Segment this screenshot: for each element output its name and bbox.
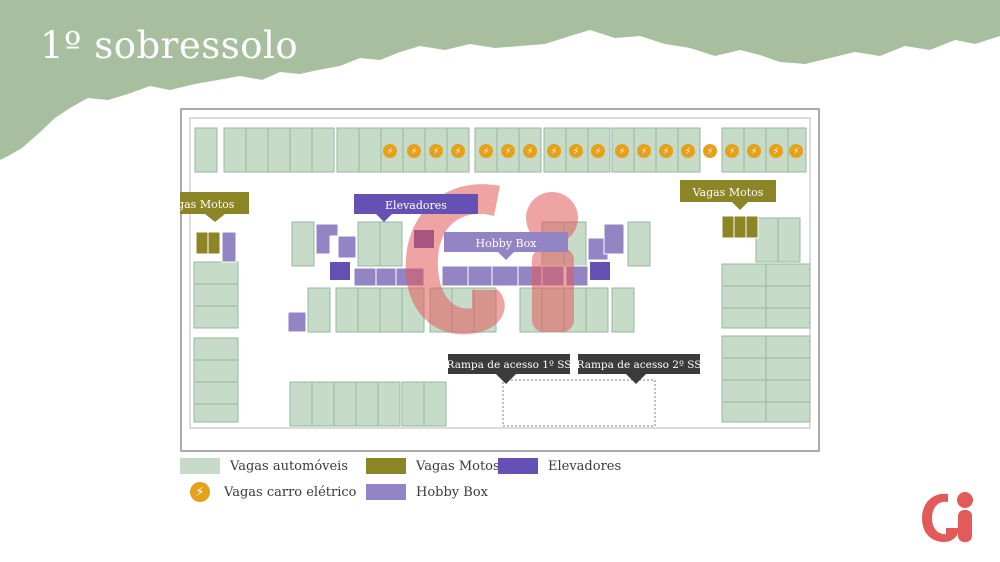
legend-swatch-elevators [498, 458, 538, 474]
ramp-1-label: Rampa de acesso 1º SS [447, 359, 572, 371]
ev-charging-icon: ⚡ [703, 144, 717, 158]
svg-text:⚡: ⚡ [773, 147, 779, 157]
elevator [330, 262, 350, 280]
svg-text:⚡: ⚡ [751, 147, 757, 157]
legend: Vagas automóveis ⚡ Vagas carro elétrico … [180, 458, 660, 508]
svg-text:⚡: ⚡ [641, 147, 647, 157]
legend-item-hobby: Hobby Box [366, 484, 488, 500]
svg-text:⚡: ⚡ [483, 147, 489, 157]
svg-text:⚡: ⚡ [707, 147, 713, 157]
ramp-2-label-callout: Rampa de acesso 2º SS [577, 354, 702, 384]
ev-charging-icon: ⚡ [659, 144, 673, 158]
ev-charging-icon: ⚡ [190, 482, 210, 502]
svg-text:⚡: ⚡ [433, 147, 439, 157]
ev-charging-icon: ⚡ [591, 144, 605, 158]
watermark-logo [405, 184, 578, 335]
moto-spaces [195, 215, 759, 255]
svg-text:⚡: ⚡ [729, 147, 735, 157]
moto-space [207, 231, 221, 255]
ev-charging-icon: ⚡ [747, 144, 761, 158]
ev-charging-icon: ⚡ [547, 144, 561, 158]
car-spaces-bottom-row [289, 381, 447, 427]
legend-item-ev: ⚡ Vagas carro elétrico [190, 482, 357, 502]
ev-charging-icons: ⚡ ⚡ ⚡ ⚡ ⚡ ⚡ ⚡ ⚡ ⚡ ⚡ ⚡ ⚡ ⚡ ⚡ ⚡ ⚡ ⚡ ⚡ ⚡ [383, 144, 803, 158]
legend-label-ev: Vagas carro elétrico [224, 484, 357, 500]
ev-charging-icon: ⚡ [429, 144, 443, 158]
svg-text:⚡: ⚡ [551, 147, 557, 157]
ev-charging-icon: ⚡ [501, 144, 515, 158]
moto-space [721, 215, 735, 239]
ramp-1-label-callout: Rampa de acesso 1º SS [447, 354, 572, 384]
brand-logo [922, 492, 973, 542]
legend-swatch-motos [366, 458, 406, 474]
legend-label-hobby: Hobby Box [416, 484, 488, 500]
ramp-2-label: Rampa de acesso 2º SS [577, 359, 702, 371]
svg-text:⚡: ⚡ [387, 147, 393, 157]
car-spaces-left-column [193, 261, 239, 423]
ev-charging-icon: ⚡ [681, 144, 695, 158]
car-spaces-top-row [194, 127, 807, 173]
svg-text:⚡: ⚡ [685, 147, 691, 157]
elevators-label-callout: Elevadores [354, 194, 478, 222]
elevator [590, 262, 610, 280]
ev-charging-icon: ⚡ [725, 144, 739, 158]
elevators-label: Elevadores [385, 199, 447, 212]
ev-charging-icon: ⚡ [769, 144, 783, 158]
floor-plan: ⚡ ⚡ ⚡ ⚡ ⚡ ⚡ ⚡ ⚡ ⚡ ⚡ ⚡ ⚡ ⚡ ⚡ ⚡ ⚡ ⚡ ⚡ ⚡ [180, 108, 820, 452]
legend-label-cars: Vagas automóveis [230, 458, 349, 474]
svg-text:⚡: ⚡ [793, 147, 799, 157]
ev-charging-icon: ⚡ [523, 144, 537, 158]
ev-charging-icon: ⚡ [407, 144, 421, 158]
moto-space [733, 215, 747, 239]
ev-charging-icon: ⚡ [637, 144, 651, 158]
svg-text:⚡: ⚡ [619, 147, 625, 157]
legend-swatch-cars [180, 458, 220, 474]
moto-label-right: Vagas Motos [692, 186, 764, 199]
moto-label-right-callout: Vagas Motos [680, 180, 776, 210]
header-background [0, 0, 1000, 160]
ev-charging-icon: ⚡ [451, 144, 465, 158]
moto-label-left-callout: Vagas Motos [180, 192, 249, 222]
legend-item-elevators: Elevadores [498, 458, 621, 474]
svg-text:⚡: ⚡ [595, 147, 601, 157]
legend-label-elevators: Elevadores [548, 458, 622, 474]
ev-charging-icon: ⚡ [383, 144, 397, 158]
moto-label-left: Vagas Motos [180, 198, 235, 211]
hobby-box-label: Hobby Box [476, 237, 538, 250]
svg-text:⚡: ⚡ [505, 147, 511, 157]
legend-item-cars: Vagas automóveis [180, 458, 348, 474]
legend-label-motos: Vagas Motos [416, 458, 500, 474]
legend-swatch-hobby [366, 484, 406, 500]
svg-text:⚡: ⚡ [573, 147, 579, 157]
svg-text:⚡: ⚡ [455, 147, 461, 157]
legend-item-motos: Vagas Motos [366, 458, 500, 474]
svg-text:⚡: ⚡ [663, 147, 669, 157]
ev-charging-icon: ⚡ [569, 144, 583, 158]
hobby-box-label-callout: Hobby Box [444, 232, 568, 260]
moto-space [745, 215, 759, 239]
ramp-area [502, 379, 656, 427]
car-spaces-right-column [721, 217, 811, 423]
page-title: 1º sobressolo [40, 24, 299, 67]
svg-text:⚡: ⚡ [411, 147, 417, 157]
moto-space [195, 231, 209, 255]
ev-charging-icon: ⚡ [615, 144, 629, 158]
ev-charging-icon: ⚡ [789, 144, 803, 158]
svg-text:⚡: ⚡ [527, 147, 533, 157]
ev-charging-icon: ⚡ [479, 144, 493, 158]
